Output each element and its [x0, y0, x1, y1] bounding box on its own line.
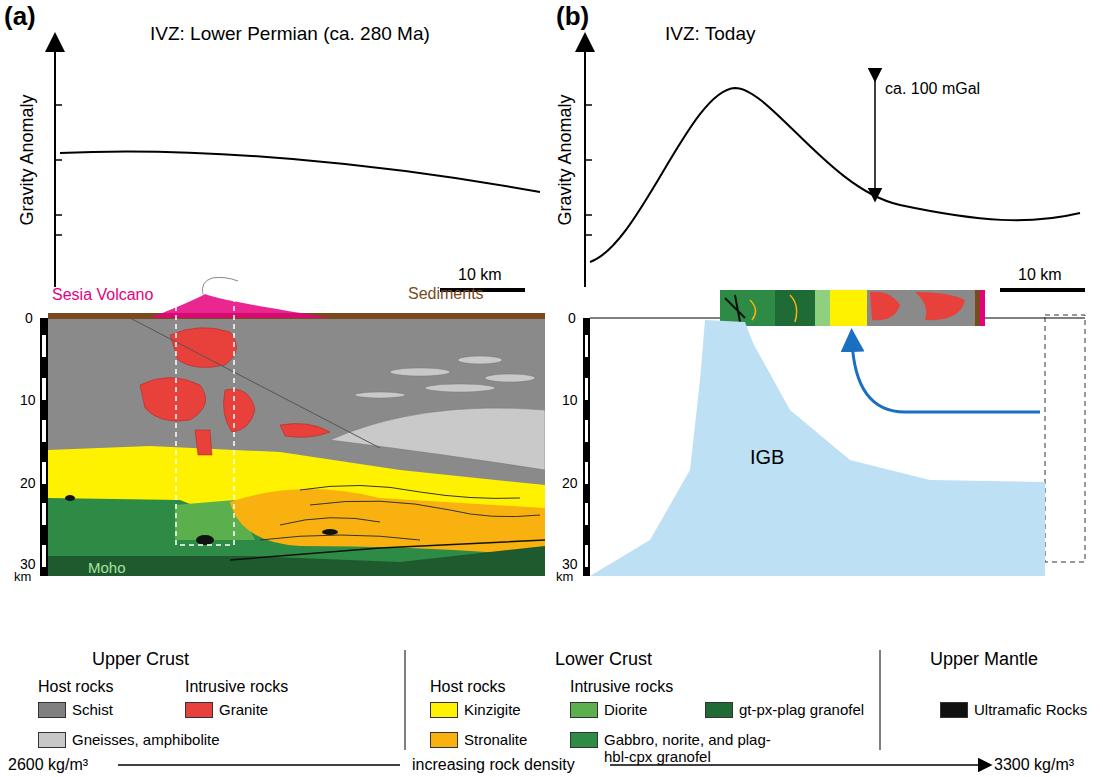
legend-text: Kinzigite: [464, 702, 521, 719]
legend-text: Granite: [219, 702, 268, 719]
text-label: 10: [562, 393, 578, 408]
legend-text: Diorite: [604, 702, 647, 719]
text-label: 10 km: [458, 266, 502, 284]
legend-text: Schist: [72, 702, 113, 719]
legend-swatch: [940, 702, 968, 718]
text-label: Lower Crust: [555, 650, 652, 670]
legend-swatch: [185, 702, 213, 718]
text-label: Upper Mantle: [930, 650, 1038, 670]
text-label: increasing rock density: [412, 756, 575, 774]
text-label: 0: [568, 311, 576, 326]
text-label: 0: [25, 311, 33, 326]
text-label: km: [14, 570, 31, 584]
axis-title: Gravity Anomaly: [556, 94, 576, 225]
text-label: Moho: [88, 560, 126, 577]
text-label: Host rocks: [38, 678, 114, 696]
text-label: IVZ: Today: [665, 24, 755, 45]
text-label: Host rocks: [430, 678, 506, 696]
text-label: 10 km: [1018, 266, 1062, 284]
text-label: km: [556, 570, 573, 584]
legend-swatch: [430, 702, 458, 718]
text-label: 2600 kg/m³: [8, 756, 88, 774]
text-label: 20: [562, 476, 578, 491]
legend-swatch: [705, 702, 733, 718]
legend-text: Gabbro, norite, and plag-hbl-cpx granofe…: [604, 732, 784, 765]
legend-swatch: [570, 702, 598, 718]
text-label: Intrusive rocks: [570, 678, 673, 696]
text-label: Upper Crust: [92, 650, 189, 670]
axis-title: Gravity Anomaly: [18, 94, 38, 225]
region-label: IGB: [750, 446, 784, 468]
legend-text: Gneisses, amphibolite: [72, 732, 220, 749]
region-shape: [585, 318, 1045, 576]
text-label: (b): [556, 2, 589, 31]
rock-body-region: IGB: [585, 318, 1045, 576]
legend-swatch: [570, 732, 598, 748]
text-label: Intrusive rocks: [185, 678, 288, 696]
legend-swatch: [430, 732, 458, 748]
text-label: (a): [4, 2, 36, 31]
legend-text: Stronalite: [464, 732, 527, 749]
legend-swatch: [38, 732, 66, 748]
text-label: 20: [20, 476, 36, 491]
text-label: Sediments: [408, 285, 484, 303]
text-label: IVZ: Lower Permian (ca. 280 Ma): [150, 24, 430, 45]
legend-swatch: [38, 702, 66, 718]
text-label: 10: [20, 393, 36, 408]
legend-text: Ultramafic Rocks: [974, 702, 1087, 719]
text-label: 3300 kg/m³: [994, 756, 1074, 774]
text-label: Sesia Volcano: [52, 286, 153, 304]
legend-text: gt-px-plag granofel: [739, 702, 864, 719]
text-label: ca. 100 mGal: [885, 80, 980, 98]
